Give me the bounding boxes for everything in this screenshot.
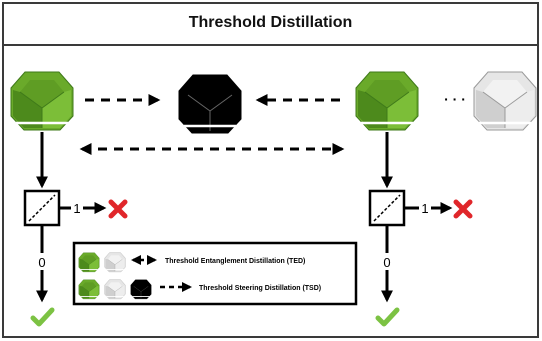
check-icon (378, 310, 397, 324)
untrusted-device-icon (472, 70, 538, 132)
outcome-one-label: 1 (73, 201, 80, 216)
beam-splitter-icon (368, 189, 406, 227)
page-title: Threshold Distillation (188, 14, 353, 31)
check-icon (33, 310, 52, 324)
legend-ted-label: Threshold Entanglement Distillation (TED… (165, 258, 305, 265)
honest-device-icon (78, 279, 100, 300)
honest-device-icon (9, 70, 75, 132)
outcome-zero-label: 0 (383, 255, 390, 270)
cross-icon (456, 202, 470, 216)
black-device-icon (130, 279, 152, 300)
black-device-icon (177, 73, 243, 135)
ellipsis: · · · (444, 91, 466, 107)
legend-tsd-label: Threshold Steering Distillation (TSD) (199, 285, 321, 292)
honest-device-icon (354, 70, 420, 132)
title-bar: Threshold Distillation (2, 2, 539, 46)
beam-splitter-icon (23, 189, 61, 227)
cross-icon (111, 202, 125, 216)
untrusted-device-icon (104, 252, 126, 273)
legend: Threshold Entanglement Distillation (TED… (72, 241, 358, 306)
untrusted-device-icon (104, 279, 126, 300)
outcome-one-label: 1 (421, 201, 428, 216)
honest-device-icon (78, 252, 100, 273)
outcome-zero-label: 0 (38, 255, 45, 270)
